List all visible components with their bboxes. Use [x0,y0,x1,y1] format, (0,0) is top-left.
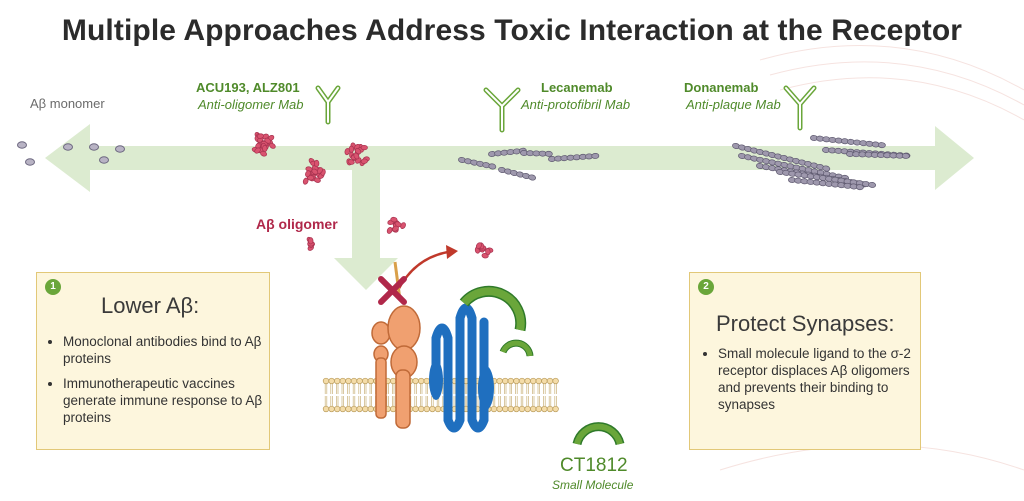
ct1812-free-icon [500,340,533,357]
displacement-arrowhead [446,245,458,259]
antibody-icon [315,85,341,125]
ct1812-subtitle: Small Molecule [552,478,634,492]
acu-type-label: Anti-oligomer Mab [198,97,304,112]
acu-label: ACU193, ALZ801 [196,80,300,95]
oligomer-branch-arrow [334,168,398,290]
box-title: Protect Synapses: [716,311,895,336]
sigma2-receptor [478,366,494,410]
list-item: Monoclonal antibodies bind to Aβ protein… [63,333,275,367]
list-item: Immunotherapeutic vaccines generate immu… [63,375,275,426]
bullet-list: Small molecule ligand to the σ-2 recepto… [702,345,926,421]
protect-synapses-box: 2 Protect Synapses: Small molecule ligan… [689,272,921,450]
aggregation-arrow [45,124,974,192]
protofibrils [458,147,600,181]
box-title: Lower Aβ: [101,293,200,318]
donanemab-type-label: Anti-plaque Mab [686,97,781,112]
antibody-icon [783,85,817,131]
monomer-label: Aβ monomer [30,96,105,111]
lecanemab-type-label: Anti-protofibril Mab [521,97,631,112]
sigma2-receptor [429,360,443,400]
ct1812-legend-icon [574,423,623,445]
monomer-dots [17,141,125,166]
oligomer-clusters [251,131,494,259]
page-title: Multiple Approaches Address Toxic Intera… [61,14,963,47]
lecanemab-label: Lecanemab [541,80,613,95]
oligomer-label: Aβ oligomer [256,216,338,232]
blocked-x-icon [378,276,407,305]
lower-abeta-box: 1 Lower Aβ: Monoclonal antibodies bind t… [36,272,270,450]
displacement-arrow [396,250,449,291]
list-item: Small molecule ligand to the σ-2 recepto… [718,345,926,413]
step-badge: 2 [698,279,714,295]
plaque-fibrils [732,135,911,191]
donanemab-label: Donanemab [684,80,759,95]
ct1812-label: CT1812 [560,455,628,476]
bullet-list: Monoclonal antibodies bind to Aβ protein… [47,333,275,434]
step-badge: 1 [45,279,61,295]
ct1812-bound-icon [460,287,525,331]
antibody-icon [483,87,521,133]
sigma2-receptor [431,303,489,433]
receptor-orange [371,305,421,429]
